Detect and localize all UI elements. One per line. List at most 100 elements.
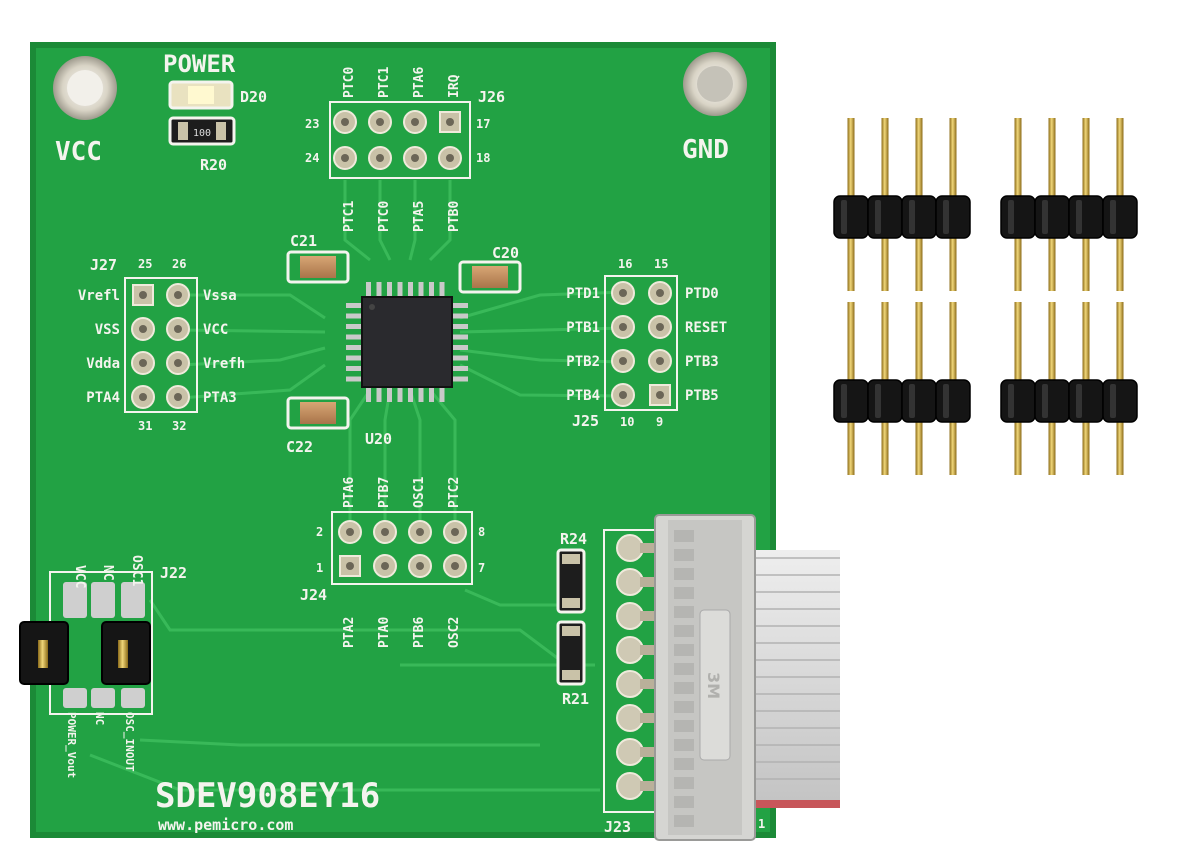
chip-lead: [452, 355, 468, 361]
pad: [438, 146, 462, 170]
pad: [408, 520, 432, 544]
j25-pin-16: 16: [618, 257, 632, 271]
header-pin: [915, 302, 923, 382]
header-shine: [909, 384, 915, 418]
j24-pin-8: 8: [478, 525, 485, 539]
header-shine: [1076, 200, 1082, 234]
j22-top-label-2: NC: [100, 565, 115, 581]
header-pin: [1014, 302, 1022, 382]
header-body: [935, 195, 971, 239]
pin-header-1x4: [833, 302, 971, 475]
j24-bottom-label-1: PTA2: [342, 617, 357, 648]
idc-slot: [674, 568, 694, 580]
header-body: [867, 379, 903, 423]
resistor-r24: [556, 548, 586, 614]
chip-lead: [452, 324, 468, 329]
idc-slot: [674, 587, 694, 599]
header-pin: [915, 236, 923, 291]
header-pin: [881, 118, 889, 198]
j24-top-label-4: PTC2: [447, 477, 462, 508]
r24-label: R24: [560, 530, 587, 548]
header-pin: [847, 420, 855, 475]
pin: [91, 582, 115, 618]
j24-bottom-label-3: PTB6: [412, 617, 427, 648]
header-shine: [1042, 200, 1048, 234]
j26-top-label-2: PTC1: [377, 67, 392, 98]
idc-slot: [674, 777, 694, 789]
pad: [339, 555, 361, 577]
pad: [368, 146, 392, 170]
j25-right-label-1: PTD0: [685, 286, 719, 302]
header-j27: [124, 277, 198, 413]
j26-pin-24: 24: [305, 151, 319, 165]
chip-lead: [346, 376, 362, 382]
header-pin: [1082, 420, 1090, 475]
j24-label: J24: [300, 586, 327, 604]
pad: [333, 146, 357, 170]
u20-label: U20: [365, 430, 392, 448]
header-pin: [1048, 420, 1056, 475]
loose-pin-headers: [833, 118, 1138, 475]
header-shine: [1110, 200, 1116, 234]
j24-pin-7: 7: [478, 561, 485, 575]
j25-left-label-2: PTB1: [566, 320, 600, 336]
chip-lead: [346, 366, 362, 371]
pad: [408, 554, 432, 578]
chip-lead: [346, 303, 362, 308]
mounting-hole-gnd: [683, 52, 747, 116]
pad: [368, 110, 392, 134]
header-shine: [841, 200, 847, 234]
header-j22: [19, 571, 153, 715]
3m-mark: 3M: [704, 672, 723, 699]
header-pin: [1014, 118, 1022, 198]
chip-lead: [429, 282, 434, 298]
chip-lead: [346, 313, 362, 319]
pad-lead: [640, 611, 662, 621]
j25-pin-10: 10: [620, 415, 634, 429]
header-pin: [1014, 236, 1022, 291]
chip-lead: [346, 334, 362, 340]
j26-bottom-label-3: PTA5: [412, 201, 427, 232]
idc-slot: [674, 606, 694, 618]
pad: [648, 281, 672, 305]
chip-lead: [429, 386, 434, 402]
pad: [616, 772, 644, 800]
j26-bottom-label-4: PTB0: [447, 201, 462, 232]
header-j26: [329, 101, 471, 179]
pad: [616, 670, 644, 698]
header-shine: [1042, 384, 1048, 418]
j25-label: J25: [572, 412, 599, 430]
j22-bottom-label-3: OSC_INOUT: [123, 712, 136, 772]
header-body: [1068, 379, 1104, 423]
header-body: [867, 195, 903, 239]
j26-top-label-1: PTC0: [342, 67, 357, 98]
idc-slot: [674, 644, 694, 656]
chip-lead: [397, 386, 403, 402]
header-pin: [915, 420, 923, 475]
pad-lead: [640, 679, 662, 689]
j24-bottom-label-4: OSC2: [447, 617, 462, 648]
svg-text:100: 100: [193, 128, 211, 139]
j24-top-label-2: PTB7: [377, 477, 392, 508]
pad: [166, 351, 190, 375]
r20-label: R20: [200, 156, 227, 174]
idc-slot: [674, 796, 694, 808]
pad: [373, 554, 397, 578]
pad-lead: [640, 781, 662, 791]
chip-lead: [366, 386, 371, 402]
j25-right-label-2: RESET: [685, 320, 727, 336]
pin: [91, 688, 115, 708]
pin: [63, 582, 87, 618]
pad: [611, 315, 635, 339]
j26-label: J26: [478, 88, 505, 106]
chip-lead: [387, 386, 392, 402]
header-shine: [1008, 384, 1014, 418]
pad: [616, 636, 644, 664]
chip-lead: [346, 355, 362, 361]
j27-left-label-2: VSS: [95, 322, 120, 338]
j27-right-label-3: Vrefh: [203, 356, 245, 372]
pad: [616, 738, 644, 766]
j25-pin-15: 15: [654, 257, 668, 271]
j27-right-label-2: VCC: [203, 322, 228, 338]
pad-lead: [640, 713, 662, 723]
